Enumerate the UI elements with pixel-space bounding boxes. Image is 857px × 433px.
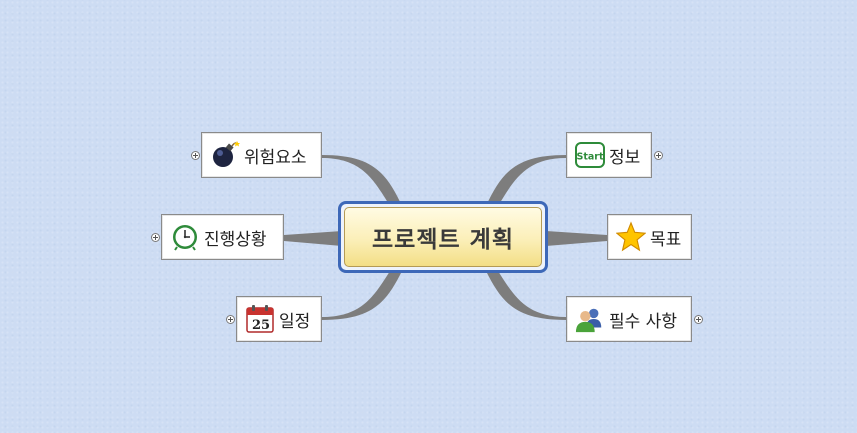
- expand-progress-button[interactable]: [151, 233, 160, 242]
- topic-goals[interactable]: 목표: [607, 214, 692, 260]
- topic-label: 목표: [650, 229, 682, 250]
- alarm-clock-icon: [170, 222, 200, 252]
- topic-label: 일정: [279, 311, 311, 332]
- connector-requirements: [486, 271, 566, 320]
- connector-info: [486, 155, 566, 206]
- start-icon: Start: [575, 140, 605, 170]
- expand-requirements-button[interactable]: [694, 315, 703, 324]
- expand-schedule-button[interactable]: [226, 315, 235, 324]
- topic-risks[interactable]: 위험요소: [201, 132, 322, 178]
- connector-goals: [546, 231, 607, 246]
- connector-progress: [284, 231, 342, 246]
- topic-progress[interactable]: 진행상황: [161, 214, 284, 260]
- topic-label: 필수 사항: [609, 311, 677, 332]
- topic-schedule[interactable]: 25 일정: [236, 296, 322, 342]
- expand-info-button[interactable]: [654, 151, 663, 160]
- expand-risks-button[interactable]: [191, 151, 200, 160]
- connector-schedule: [322, 271, 402, 320]
- start-icon-text: Start: [576, 152, 603, 163]
- connector-risks: [322, 155, 402, 206]
- calendar-day-text: 25: [252, 318, 270, 333]
- topic-requirements[interactable]: 필수 사항: [566, 296, 692, 342]
- central-topic-body: 프로젝트 계획: [344, 207, 542, 267]
- topic-label: 진행상황: [204, 229, 267, 250]
- central-topic-title: 프로젝트 계획: [372, 227, 514, 253]
- people-icon: [575, 304, 605, 334]
- calendar-icon: 25: [245, 304, 275, 334]
- topic-label: 정보: [609, 147, 641, 168]
- central-topic[interactable]: 프로젝트 계획: [338, 201, 548, 273]
- topic-label: 위험요소: [244, 147, 307, 168]
- bomb-icon: [210, 140, 240, 170]
- star-icon: [616, 221, 646, 252]
- topic-info[interactable]: Start 정보: [566, 132, 652, 178]
